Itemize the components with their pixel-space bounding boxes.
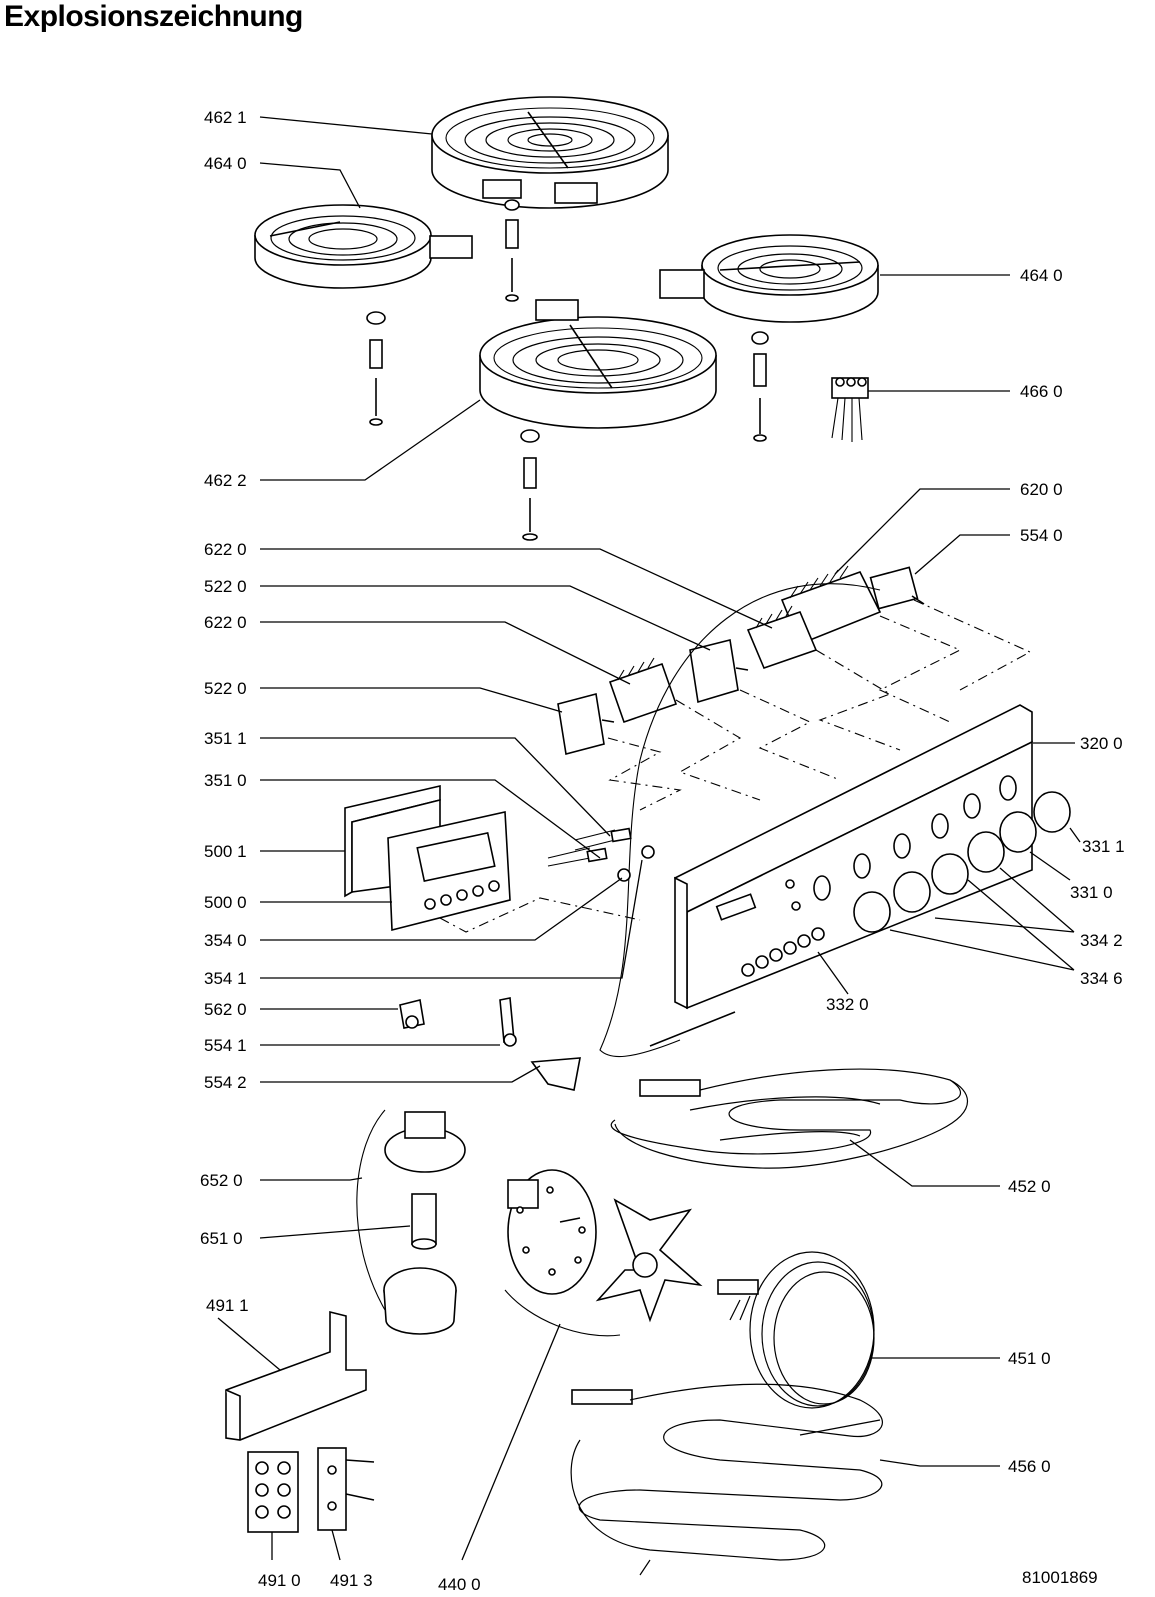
label-354-1: 354 1: [204, 969, 247, 988]
thermostat-554-0: [869, 566, 925, 610]
label-466-0: 466 0: [1020, 382, 1063, 401]
assembly-lines: [439, 599, 1032, 933]
bracket-554-2: [530, 1057, 581, 1091]
fan-motor-440-0: [507, 1169, 597, 1295]
label-462-1: 462 1: [204, 108, 247, 127]
page-title: Explosionszeichnung: [4, 0, 303, 33]
switch-622-0-front: [608, 657, 678, 724]
label-651-0: 651 0: [200, 1229, 243, 1248]
label-464-0-right: 464 0: [1020, 266, 1063, 285]
label-522-0-a: 522 0: [204, 577, 247, 596]
label-452-0: 452 0: [1008, 1177, 1051, 1196]
label-622-0-b: 622 0: [204, 613, 247, 632]
label-500-1: 500 1: [204, 842, 247, 861]
document-number: 81001869: [1022, 1568, 1098, 1587]
label-462-2: 462 2: [204, 471, 247, 490]
label-351-1: 351 1: [204, 729, 247, 748]
label-464-0-left: 464 0: [204, 154, 247, 173]
label-451-0: 451 0: [1008, 1349, 1051, 1368]
label-331-0: 331 0: [1070, 883, 1113, 902]
label-522-0-b: 522 0: [204, 679, 247, 698]
bracket-491-1: [225, 1310, 367, 1441]
part-labels: 462 1 464 0 464 0 466 0 462 2 620 0 554 …: [200, 108, 1125, 1594]
regulator-522-0-front: [557, 693, 615, 755]
hotplate-fixings-center: [504, 199, 520, 302]
label-622-0-a: 622 0: [204, 540, 247, 559]
rod: [649, 1011, 736, 1047]
fan-arc: [504, 1289, 621, 1337]
label-554-2: 554 2: [204, 1073, 247, 1092]
pilot-lamps-351: [547, 827, 655, 882]
timer-500-0: [387, 811, 511, 932]
label-320-0: 320 0: [1080, 734, 1123, 753]
label-554-0: 554 0: [1020, 526, 1063, 545]
bottom-element-456-0: [570, 1383, 883, 1576]
label-351-0: 351 0: [204, 771, 247, 790]
clip-562-0: [399, 999, 425, 1029]
label-334-2: 334 2: [1080, 931, 1123, 950]
hotplate-464-0-right: [659, 234, 879, 442]
label-554-1: 554 1: [204, 1036, 247, 1055]
capillary-tube: [599, 583, 881, 1058]
knobs: [853, 791, 1071, 933]
label-354-0: 354 0: [204, 931, 247, 950]
label-491-1: 491 1: [206, 1296, 249, 1315]
label-491-3: 491 3: [330, 1571, 373, 1590]
label-331-1: 331 1: [1082, 837, 1125, 856]
lamp-652-0: [383, 1111, 466, 1335]
top-element-452-0: [610, 1068, 969, 1169]
label-491-0: 491 0: [258, 1571, 301, 1590]
label-456-0: 456 0: [1008, 1457, 1051, 1476]
label-334-6: 334 6: [1080, 969, 1123, 988]
label-500-0: 500 0: [204, 893, 247, 912]
buttons-332-0: [741, 927, 825, 977]
fan-wheel: [595, 1198, 703, 1323]
hotplate-462-2: [479, 299, 717, 541]
control-panel-320-0: [674, 704, 1033, 1010]
terminal-block-491-0: [247, 1451, 299, 1533]
bracket-554-1: [499, 997, 517, 1047]
label-440-0: 440 0: [438, 1575, 481, 1594]
terminal-466-0: [831, 377, 869, 442]
regulator-522-0-rear: [689, 639, 749, 704]
label-332-0: 332 0: [826, 995, 869, 1014]
label-562-0: 562 0: [204, 1000, 247, 1019]
clamp-491-3: [317, 1447, 375, 1531]
circular-element-451-0: [717, 1251, 875, 1409]
leader-lines: [217, 116, 1081, 1561]
label-652-0: 652 0: [200, 1171, 243, 1190]
hotplate-464-0-left: [254, 204, 473, 426]
hotplate-462-1: [431, 96, 669, 209]
lamp-bracket-line: [356, 1109, 386, 1311]
label-620-0: 620 0: [1020, 480, 1063, 499]
